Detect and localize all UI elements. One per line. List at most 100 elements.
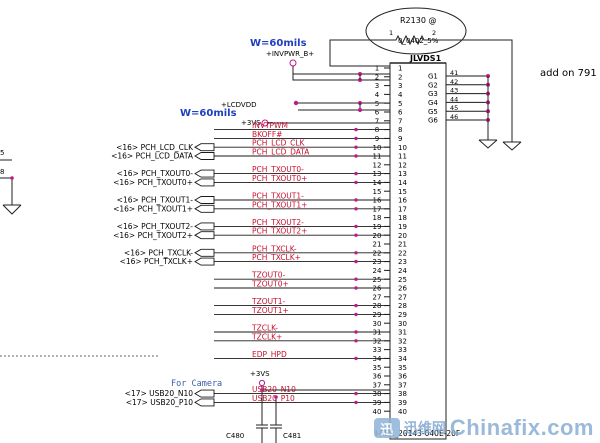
net-junction <box>354 198 358 202</box>
pin-number-left: 27 <box>373 293 382 301</box>
pin-number-right: 34 <box>398 355 407 363</box>
offpage-ports: <16> PCH_LCD_CLK<16> PCH_LCD_DATA<16> PC… <box>111 143 215 407</box>
net-junction <box>354 391 358 396</box>
net-label: PCH_TXOUT2- <box>252 218 304 227</box>
pin-number-left: 23 <box>373 258 382 266</box>
pin-number-right: 27 <box>398 293 407 301</box>
pin-number-right: 23 <box>398 258 407 266</box>
net-label: TZOUT1+ <box>251 306 289 315</box>
pin-number-left: 17 <box>373 205 382 213</box>
pin-number-left: 36 <box>373 373 382 381</box>
resistor-value: 0_0402_5% <box>398 37 439 45</box>
net-junction <box>354 136 358 141</box>
pin-number-left: 40 <box>373 408 382 416</box>
net-label: PCH_TXOUT0- <box>252 165 304 174</box>
pin-number-right: 31 <box>398 329 407 337</box>
pin-number-right: 3 <box>398 82 402 90</box>
port-label: <16> PCH_LCD_CLK <box>116 143 194 152</box>
pin-number-right: 22 <box>398 249 407 257</box>
port-arrow <box>194 169 215 178</box>
port-label: <16> PCH_TXOUT1- <box>117 196 194 205</box>
net-label: PCH_LCD_CLK <box>252 139 306 148</box>
pin-number-left: 13 <box>373 170 382 178</box>
pin-number-right: 24 <box>398 267 407 275</box>
pin-number-left: 33 <box>373 346 382 354</box>
pin-number-right: 4 <box>398 91 403 99</box>
ground-pin-number: 42 <box>450 78 458 86</box>
pin-number-left: 29 <box>373 311 382 319</box>
note-text: add on 791 <box>540 68 597 79</box>
net-label: TZOUT1- <box>251 297 285 306</box>
net-junction <box>354 356 358 361</box>
port-arrow <box>194 222 215 231</box>
width-label-1: W=60mils <box>250 38 307 49</box>
pin-number-right: 25 <box>398 276 407 284</box>
cap-c481: C481 <box>283 432 301 440</box>
cap-c480: C480 <box>226 432 244 440</box>
pin-number-right: 9 <box>398 135 402 143</box>
net-junction <box>354 127 358 132</box>
power-section: W=60mils W=60mils +INVPWR_B+ +LCDVDD +3V… <box>180 38 390 127</box>
fragment-label-1: 5 <box>0 149 4 157</box>
port-arrow <box>194 398 215 407</box>
port-arrow <box>194 257 215 266</box>
pin-number-left: 12 <box>373 161 382 169</box>
net-junction <box>354 330 358 334</box>
pin-number-left: 39 <box>373 399 382 407</box>
port-arrow <box>194 143 215 152</box>
ground-pin-number: 41 <box>450 69 458 77</box>
net-junction <box>354 286 358 290</box>
net-junction <box>354 339 358 343</box>
pin-number-right: 5 <box>398 100 402 108</box>
watermark-en: Chinafix.com <box>449 415 594 440</box>
net-junction <box>354 180 358 185</box>
pin-number-left: 10 <box>373 144 382 152</box>
pin-number-left: 4 <box>375 91 380 99</box>
pin-number-right: 7 <box>398 117 402 125</box>
pin-number-left: 38 <box>373 390 382 398</box>
pin-number-right: 8 <box>398 126 402 134</box>
net-label: PCH_TXCLK+ <box>252 253 301 262</box>
ground-pin-label: G5 <box>428 108 438 116</box>
net-junction <box>354 312 358 317</box>
port-label: <17> USB20_N10 <box>125 389 194 398</box>
pin-number-right: 21 <box>398 241 407 249</box>
pin-number-right: 30 <box>398 320 407 328</box>
net-label: TZCLK+ <box>251 332 282 341</box>
pin-number-left: 11 <box>373 153 382 161</box>
pin-number-left: 3 <box>375 82 379 90</box>
net-label: PCH_TXCLK- <box>252 244 297 253</box>
pin-number-right: 19 <box>398 223 407 231</box>
net-label: USB20_P10 <box>252 394 295 403</box>
net-label: PCH_TXOUT0+ <box>252 174 307 183</box>
pin-number-right: 40 <box>398 408 407 416</box>
resistor-pin2: 2 <box>432 29 436 37</box>
port-label: <17> USB20_P10 <box>126 398 193 407</box>
net-label: TZOUT0- <box>251 271 285 280</box>
ground-pin-label: G6 <box>428 117 438 125</box>
pin-number-left: 2 <box>375 73 379 81</box>
pin-number-right: 13 <box>398 170 407 178</box>
pin-number-left: 18 <box>373 214 382 222</box>
pin-number-left: 34 <box>373 355 382 363</box>
power-net-3vs: +3VS <box>241 119 261 127</box>
left-fragment: 5 8 <box>0 149 160 357</box>
pin-number-left: 9 <box>375 135 379 143</box>
net-junction <box>354 233 358 237</box>
signal-nets: INVTPWMBKOFF#PCH_LCD_CLKPCH_LCD_DATAPCH_… <box>214 121 390 405</box>
ground-pin-label: G1 <box>428 73 438 81</box>
pin-number-left: 6 <box>375 109 380 117</box>
port-label: <16> PCH_TXCLK- <box>124 248 193 257</box>
ground-pin-label: G2 <box>428 81 438 89</box>
connector-ref: JLVDS1 <box>409 54 442 63</box>
resistor-r2130: R2130 @ 1 2 0_0402_5% <box>329 7 513 142</box>
pin-number-left: 21 <box>373 241 382 249</box>
connector-part: I-PEX_20143-040E-20F <box>375 429 460 438</box>
net-junction <box>354 251 358 255</box>
port-label: <16> PCH_TXOUT2+ <box>113 231 193 240</box>
width-label-2: W=60mils <box>180 108 237 119</box>
ground-pin-label: G4 <box>428 99 438 107</box>
pin-number-left: 30 <box>373 320 382 328</box>
pin-number-left: 1 <box>375 65 379 73</box>
